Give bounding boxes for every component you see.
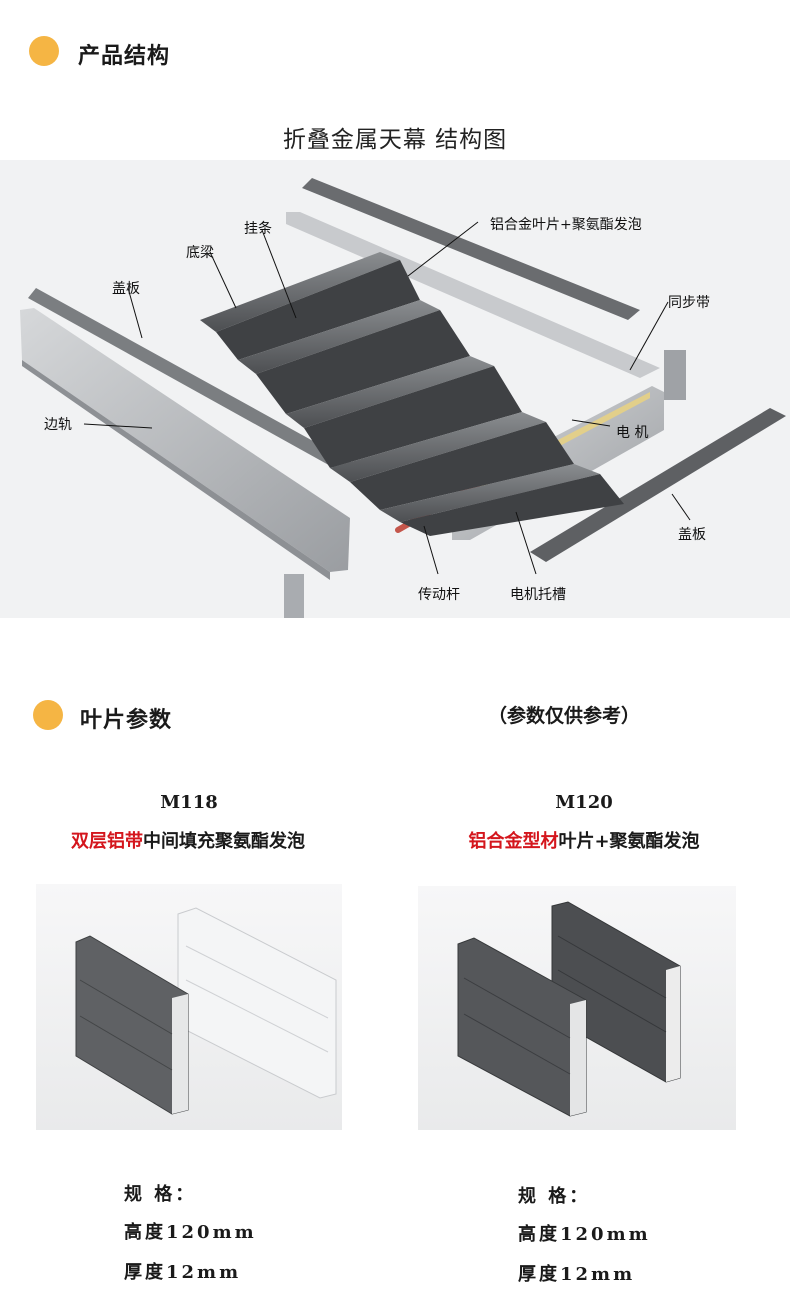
desc-rest: 叶片+聚氨酯发泡 xyxy=(558,831,700,852)
spec-height-m120: 高度120mm xyxy=(518,1224,651,1245)
spec-title-m118: 规 格： xyxy=(124,1184,197,1205)
blade-sample-m120-image xyxy=(457,901,681,1117)
section-title-structure: 产品结构 xyxy=(78,44,171,69)
label-cover-right: 盖板 xyxy=(678,527,706,543)
params-disclaimer: （参数仅供参考） xyxy=(488,705,641,727)
product-model-m120: M120 xyxy=(555,792,613,813)
label-sync-belt: 同步带 xyxy=(668,295,710,311)
label-drive-rod: 传动杆 xyxy=(418,587,460,603)
structure-diagram: 铝合金叶片+聚氨酯发泡 挂条 底梁 盖板 同步带 边轨 电 机 盖板 传动杆 电… xyxy=(0,160,790,618)
product-image-m118 xyxy=(36,884,342,1130)
spec-height-m118: 高度120mm xyxy=(124,1222,257,1243)
product-model-m118: M118 xyxy=(160,792,218,813)
blade-sample-m118-image xyxy=(75,907,337,1115)
desc-rest: 中间填充聚氨酯发泡 xyxy=(143,831,305,852)
label-bottom-beam: 底梁 xyxy=(186,245,214,261)
structure-diagram-illustration xyxy=(20,178,786,618)
label-motor: 电 机 xyxy=(616,425,649,441)
section-bullet-icon xyxy=(33,700,63,730)
product-desc-m118: 双层铝带中间填充聚氨酯发泡 xyxy=(8,827,368,853)
spec-thickness-m120: 厚度12mm xyxy=(518,1264,636,1285)
product-image-m120 xyxy=(418,886,736,1130)
section-bullet-icon xyxy=(29,36,59,66)
label-cover-left: 盖板 xyxy=(112,281,140,297)
blades xyxy=(200,252,624,536)
spec-thickness-m118: 厚度12mm xyxy=(124,1262,242,1283)
label-blade-pu: 铝合金叶片+聚氨酯发泡 xyxy=(490,217,642,233)
label-side-rail: 边轨 xyxy=(44,417,72,433)
desc-highlight: 铝合金型材 xyxy=(468,831,559,852)
section-title-blade-params: 叶片参数 xyxy=(80,708,173,733)
desc-highlight: 双层铝带 xyxy=(71,831,143,852)
label-motor-tray: 电机托槽 xyxy=(510,587,566,603)
diagram-title: 折叠金属天幕 结构图 xyxy=(282,127,508,153)
spec-title-m120: 规 格： xyxy=(518,1186,591,1207)
product-desc-m120: 铝合金型材叶片+聚氨酯发泡 xyxy=(404,827,764,853)
label-hanger: 挂条 xyxy=(244,221,272,237)
